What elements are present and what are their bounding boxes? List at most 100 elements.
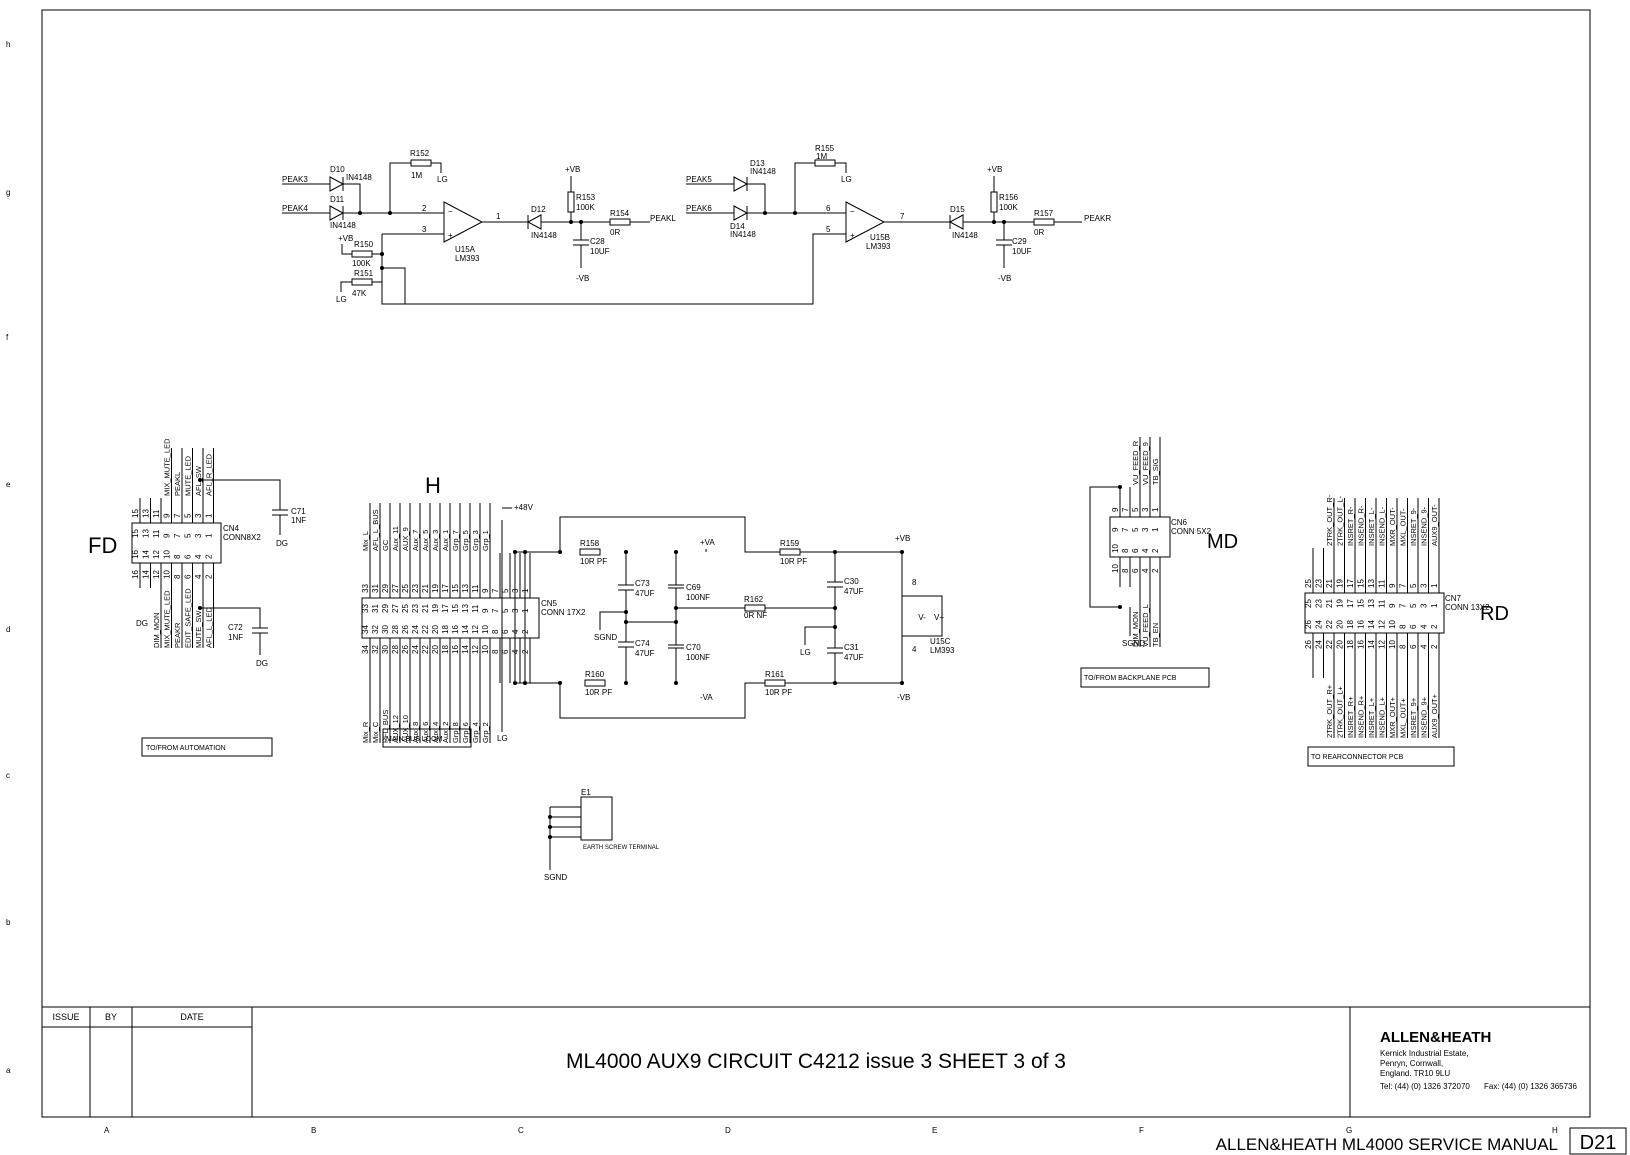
svg-text:LG: LG	[437, 175, 448, 184]
pin-number: 28	[391, 645, 400, 654]
svg-text:LG: LG	[497, 734, 508, 743]
svg-text:100NF: 100NF	[686, 653, 710, 662]
signal-label: Grp_5	[461, 530, 470, 551]
signal-label: Mix_L	[361, 531, 370, 551]
pin-number: 32	[371, 645, 380, 654]
signal-label: Aux_1	[441, 530, 450, 551]
pin-number: 21	[421, 604, 430, 613]
pin-number: 5	[1131, 507, 1140, 512]
svg-text:LG: LG	[841, 175, 852, 184]
column-marker: F	[1139, 1126, 1144, 1135]
pin-number: 6	[184, 554, 193, 559]
pin-number: 30	[381, 645, 390, 654]
opamp-u15b	[845, 201, 886, 243]
pin-number: 28	[391, 625, 400, 634]
pin-number: 6	[184, 574, 193, 579]
pin-number: 16	[1357, 620, 1366, 629]
resistor-r151	[351, 278, 373, 286]
pin-number: 1	[205, 513, 214, 518]
svg-text:DG: DG	[256, 659, 268, 668]
pin-number: 21	[1325, 599, 1334, 608]
pin-number: 10	[1111, 544, 1120, 553]
signal-label: Grp_6	[461, 722, 470, 743]
svg-text:U15B: U15B	[870, 233, 890, 242]
svg-text:2: 2	[422, 204, 427, 213]
rd-label: RD	[1480, 603, 1509, 625]
company-block: ALLEN&HEATH Kernick Industrial Estate, P…	[1349, 1007, 1577, 1117]
pin-number: 4	[194, 554, 203, 559]
column-marker: C	[518, 1126, 524, 1135]
pin-number: 14	[461, 645, 470, 654]
pin-number: 12	[471, 645, 480, 654]
row-marker: b	[6, 918, 11, 927]
svg-text:-VA: -VA	[700, 693, 713, 702]
pin-number: 9	[1388, 603, 1397, 608]
svg-text:D10: D10	[330, 165, 345, 174]
signal-label: MUTE_LED	[184, 455, 193, 496]
pin-number: 20	[1336, 640, 1345, 649]
pin-number: 7	[491, 608, 500, 613]
connector-md-cn6: MD CN6 CONN 5X2 SGND TO/FROM BACKPLANE P…	[1080, 437, 1238, 688]
signal-label: Aux_11	[391, 526, 400, 551]
signal-label: AFL_L_BUS	[371, 509, 380, 551]
pin-number: 8	[1121, 548, 1130, 553]
signal-label: AFL_L_LED	[205, 607, 214, 648]
svg-text:10R PF: 10R PF	[580, 557, 607, 566]
pin-number: 5	[184, 533, 193, 538]
pin-number: 1	[1430, 583, 1439, 588]
pin-number: 5	[501, 608, 510, 613]
signal-label: AUX_10	[401, 715, 410, 743]
pin-number: 22	[421, 645, 430, 654]
row-marker: c	[6, 771, 10, 780]
svg-text:SGND: SGND	[544, 873, 567, 882]
svg-text:R161: R161	[765, 670, 785, 679]
signal-label: Aux_5	[421, 530, 430, 551]
pin-number: 4	[1420, 624, 1429, 629]
pin-number: 24	[411, 645, 420, 654]
pin-number: 10	[1388, 640, 1397, 649]
pin-number: 3	[1420, 603, 1429, 608]
pin-number: 23	[411, 604, 420, 613]
pin-number: 26	[1304, 640, 1313, 649]
connector-fd-cn4: FD CN4 CONN8X2 C71 1NF DG C72 1NF DG DG …	[88, 438, 306, 757]
pin-number: 19	[1336, 579, 1345, 588]
svg-text:R162: R162	[744, 595, 764, 604]
pin-number: 9	[1111, 507, 1120, 512]
md-note: TO/FROM BACKPLANE PCB	[1084, 675, 1177, 682]
diode-d11	[329, 205, 345, 221]
pin-number: 15	[451, 604, 460, 613]
pin-number: 7	[1121, 527, 1130, 532]
resistor-r159	[779, 548, 801, 556]
pin-number: 11	[1378, 599, 1387, 608]
peak-detector-left: PEAK3 PEAK4 D10 IN4148 D11 IN4148 R152 1…	[282, 149, 846, 305]
pin-number: 16	[131, 550, 140, 559]
signal-label: AFL_SW	[194, 465, 203, 496]
pin-number: 26	[401, 625, 410, 634]
svg-text:CN7: CN7	[1445, 594, 1462, 603]
signal-label: TB_SIG	[1151, 458, 1160, 485]
svg-text:LM393: LM393	[866, 242, 891, 251]
pin-number: 3	[194, 513, 203, 518]
pin-number: 1	[1151, 527, 1160, 532]
page-id-box	[1569, 1127, 1627, 1155]
svg-text:5: 5	[826, 225, 831, 234]
revision-table: ISSUE BY DATE	[42, 1007, 253, 1117]
pin-number: 33	[361, 604, 370, 613]
fd-note: TO/FROM AUTOMATION	[146, 745, 226, 752]
resistor-r153	[567, 191, 575, 213]
pin-number: 32	[371, 625, 380, 634]
resistor-r158	[579, 548, 601, 556]
signal-label: Grp_1	[481, 530, 490, 551]
svg-text:C70: C70	[686, 643, 701, 652]
pin-number: 9	[481, 588, 490, 593]
pin-number: 8	[173, 574, 182, 579]
resistor-r154	[609, 218, 631, 226]
svg-text:C29: C29	[1012, 237, 1027, 246]
page-id: D21	[1580, 1132, 1617, 1154]
svg-text:R154: R154	[610, 209, 630, 218]
signal-label: 2TRK_OUT_L-	[1336, 495, 1345, 546]
row-marker: d	[6, 625, 10, 634]
signal-label: MXR_OUT+	[1388, 696, 1397, 738]
rev-header-date: DATE	[180, 1012, 203, 1022]
signal-label: MXR_OUT-	[1388, 507, 1397, 546]
